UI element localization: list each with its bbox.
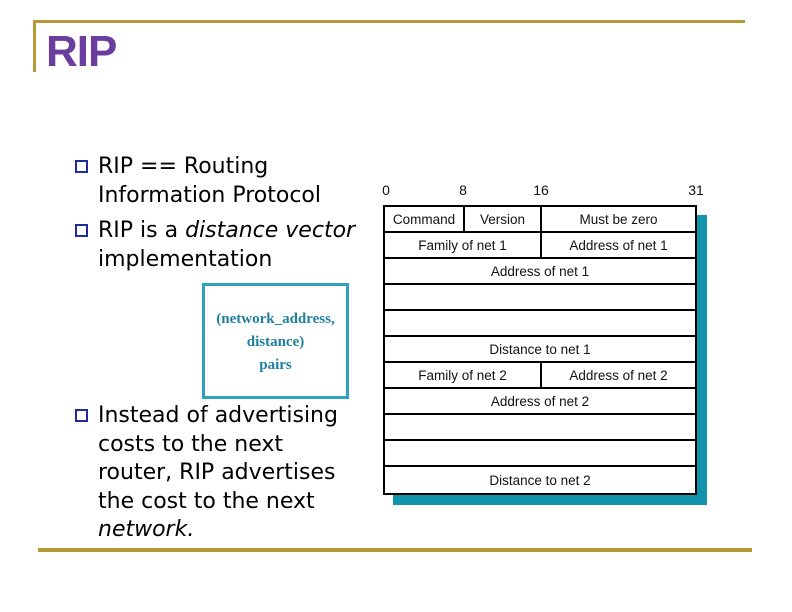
table-cell-empty [385,311,695,335]
page-title: RIP [46,27,117,76]
table-row [385,441,695,467]
table-cell-family-net2: Family of net 2 [418,367,507,383]
table-row [385,415,695,441]
bullet-text: Instead of advertising costs to the next… [98,402,338,545]
bullet-line: router, RIP advertises [98,460,336,485]
bullet-text: RIP == Routing Information Protocol [98,153,321,210]
bullet-line: Instead of advertising [98,403,338,428]
table-cell-family-net1: Family of net 1 [418,237,507,253]
rip-packet-format-table: Command Version Must be zero Family of n… [383,205,697,495]
table-row: Address of net 1 [385,259,695,285]
table-row: Command Version Must be zero [385,207,695,233]
network-distance-pairs-box: (network_address, distance) pairs [202,283,349,399]
bit-label-0: 0 [382,182,390,198]
bit-label-8: 8 [459,182,467,198]
table-cell-address-net1: Address of net 1 [490,263,590,279]
bullet-line: Information Protocol [98,182,321,208]
table-cell-address-net2: Address of net 2 [490,393,590,409]
callout-line: distance) [246,334,305,350]
bullet-line: the cost to the next [98,488,315,514]
bullet-line: RIP is a [98,218,186,243]
bullet-item-advertising-costs: Instead of advertising costs to the next… [75,402,375,545]
bit-label-16: 16 [533,182,549,198]
callout-line: (network_address, [216,311,335,327]
table-cell-distance-net2: Distance to net 2 [489,472,591,488]
square-bullet-icon [75,160,88,173]
table-row: Address of net 2 [385,389,695,415]
table-row [385,311,695,337]
table-cell-address-net2: Address of net 2 [540,363,695,387]
table-row [385,285,695,311]
bottom-accent-line [38,548,752,552]
bullet-line: implementation [98,246,273,272]
bullet-line: RIP == Routing [98,154,269,179]
table-row: Family of net 2 Address of net 2 [385,363,695,389]
table-cell-distance-net1: Distance to net 1 [489,341,591,357]
bullet-item-distance-vector: RIP is a distance vector implementation [75,217,375,274]
bullet-text: RIP is a distance vector implementation [98,217,355,274]
table-cell-empty [385,285,695,309]
table-cell-command: Command [392,211,456,227]
table-cell-must-be-zero: Must be zero [540,207,695,231]
bullet-line-italic: network. [98,517,195,542]
table-cell-version: Version [463,207,540,231]
callout-line: pairs [259,357,292,373]
table-row: Distance to net 2 [385,467,695,493]
table-cell-empty [385,441,695,465]
bit-label-31: 31 [688,182,704,198]
left-accent-line [33,20,36,72]
square-bullet-icon [75,409,88,422]
bullet-item-rip-definition: RIP == Routing Information Protocol [75,153,375,210]
bullet-line-italic: distance vector [185,218,356,243]
table-row: Distance to net 1 [385,337,695,363]
table-cell-address-net1: Address of net 1 [540,233,695,257]
table-row: Family of net 1 Address of net 1 [385,233,695,259]
top-accent-line [35,20,745,23]
square-bullet-icon [75,224,88,237]
bullet-line: costs to the next [98,431,284,457]
table-cell-empty [385,415,695,439]
